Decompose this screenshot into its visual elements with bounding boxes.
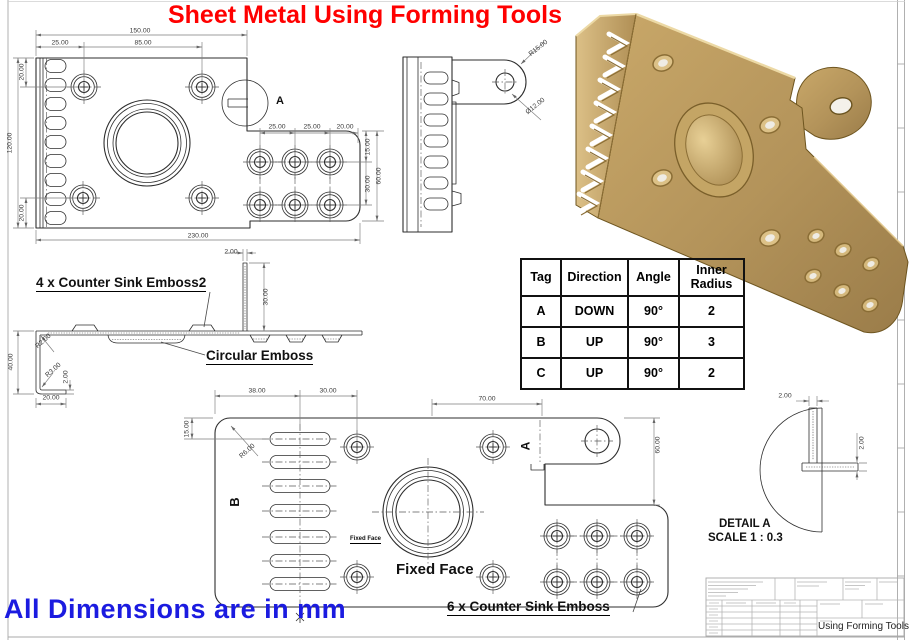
bend-table-cell: B xyxy=(520,326,562,359)
dimension-label: 20.00 xyxy=(42,394,60,402)
bend-line-end-marker xyxy=(295,611,305,623)
dimension-label: 20.00 xyxy=(336,123,354,131)
bend-table-cell: C xyxy=(520,357,562,390)
side-view xyxy=(402,41,545,233)
iso-main-plate xyxy=(597,13,909,334)
front-view-dim-lines xyxy=(13,30,384,244)
detail-a-boundary-circle xyxy=(221,79,269,127)
detail-a-title: DETAIL A xyxy=(719,518,771,530)
detail-a-view xyxy=(759,396,867,533)
bend-table-cell: UP xyxy=(560,326,629,359)
bend-table-cell: 2 xyxy=(678,357,745,390)
detail-a-dim-lines xyxy=(796,396,867,480)
title-block-part-name: Using Forming Tools xyxy=(818,621,909,632)
dimension-label: 120.00 xyxy=(6,132,14,154)
dimension-label: 40.00 xyxy=(7,353,15,371)
bend-table-cell: 90° xyxy=(627,357,680,390)
dimension-label: 150.00 xyxy=(129,27,151,35)
flat-view-dim-lines xyxy=(184,390,660,506)
bend-table-header: Tag xyxy=(520,258,562,297)
circular-emboss-label: Circular Emboss xyxy=(206,348,314,366)
flat-pattern-view xyxy=(184,390,669,623)
units-note: All Dimensions are in mm xyxy=(4,594,347,624)
fixed-face-note: Fixed Face xyxy=(350,536,382,545)
bend-table-cell: 3 xyxy=(678,326,745,359)
bend-table-header-row: Tag Direction Angle Inner Radius xyxy=(520,258,745,297)
dimension-label: 2.00 xyxy=(62,370,70,384)
dimension-label: 70.00 xyxy=(478,395,496,403)
dimension-label: 25.00 xyxy=(303,123,321,131)
bend-tag-b-label: B xyxy=(227,497,243,507)
dimension-label: 30.00 xyxy=(262,288,270,306)
bend-table-header: Angle xyxy=(627,258,680,297)
bend-table-header: Direction xyxy=(560,258,629,297)
dimension-label: 30.00 xyxy=(319,387,337,395)
dimension-label: 60.00 xyxy=(375,167,383,185)
profile-view-dim-lines xyxy=(13,249,270,408)
bend-table-cell: A xyxy=(520,295,562,328)
dimension-label: 2.00 xyxy=(224,248,238,256)
dimension-label: 25.00 xyxy=(268,123,286,131)
counter-sink-emboss6-label: 6 x Counter Sink Emboss xyxy=(447,599,610,617)
detail-tag-a-label: A xyxy=(276,95,284,108)
dimension-label: 20.00 xyxy=(18,63,26,81)
bend-table-cell: UP xyxy=(560,357,629,390)
bend-table-cell: 2 xyxy=(678,295,745,328)
sheet-border xyxy=(7,0,905,640)
fixed-face-label: Fixed Face xyxy=(396,561,474,578)
bend-tag-a-label: A xyxy=(518,441,533,451)
dimension-label: 230.00 xyxy=(187,232,209,240)
bend-table-cell: DOWN xyxy=(560,295,629,328)
title-block-fine-print xyxy=(708,581,897,634)
counter-sink-emboss2-label: 4 x Counter Sink Emboss2 xyxy=(36,275,207,293)
dimension-label: 60.00 xyxy=(654,436,662,454)
iso-band-embosses xyxy=(804,228,880,313)
dimension-label: 30.00 xyxy=(364,175,372,193)
dimension-label: 2.00 xyxy=(778,392,792,400)
dimension-label: 25.00 xyxy=(51,39,69,47)
bend-table-cell: 90° xyxy=(627,295,680,328)
iso-3d-view xyxy=(575,12,909,334)
dimension-label: 20.00 xyxy=(18,204,26,222)
bend-table-header: Inner Radius xyxy=(678,258,745,297)
dimension-label: 15.00 xyxy=(183,420,191,438)
dimension-label: 38.00 xyxy=(248,387,266,395)
dimension-label: 85.00 xyxy=(134,39,152,47)
bend-table-cell: 90° xyxy=(627,326,680,359)
dimension-label: 2.00 xyxy=(858,436,866,450)
front-view xyxy=(13,30,384,244)
detail-a-scale: SCALE 1 : 0.3 xyxy=(708,532,783,544)
profile-view xyxy=(13,249,363,408)
dimension-label: 15.00 xyxy=(364,138,372,156)
title-block xyxy=(705,577,905,637)
iso-countersink-holes xyxy=(651,54,781,247)
page-title: Sheet Metal Using Forming Tools xyxy=(167,1,562,29)
iso-louver-chevrons xyxy=(576,31,631,215)
iso-circular-emboss xyxy=(674,102,754,198)
